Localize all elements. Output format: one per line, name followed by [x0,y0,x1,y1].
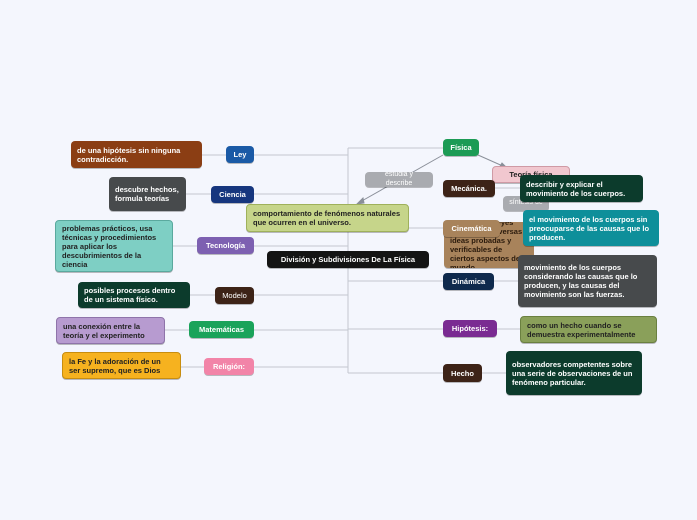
ciencia-node[interactable]: Ciencia [211,186,254,203]
ley-description[interactable]: de una hipótesis sin ninguna contradicci… [71,141,202,168]
center-phrase-node[interactable]: comportamiento de fenómenos naturales qu… [246,204,409,232]
hipotesis-description[interactable]: como un hecho cuando se demuestra experi… [520,316,657,343]
hecho-description[interactable]: observadores competentes sobre una serie… [506,351,642,395]
connector-label-estudia: estudia y describe [365,172,433,187]
dinamica-node[interactable]: Dinámica [443,273,494,290]
ley-node[interactable]: Ley [226,146,254,163]
cinematica-description[interactable]: el movimiento de los cuerpos sin preocup… [523,210,659,246]
mecanica-node[interactable]: Mecánica. [443,180,495,197]
hipotesis-node[interactable]: Hipótesis: [443,320,497,337]
tecnologia-description[interactable]: problemas prácticos, usa técnicas y proc… [55,220,173,272]
religion-description[interactable]: la Fe y la adoración de un ser supremo, … [62,352,181,379]
hecho-node[interactable]: Hecho [443,364,482,382]
root-node[interactable]: División y Subdivisiones De La Física [267,251,429,268]
religion-node[interactable]: Religión: [204,358,254,375]
modelo-description[interactable]: posibles procesos dentro de un sistema f… [78,282,190,308]
mecanica-description[interactable]: describir y explicar el movimiento de lo… [520,175,643,202]
cinematica-node[interactable]: Cinemática [443,220,500,237]
matematicas-description[interactable]: una conexión entre la teoría y el experi… [56,317,165,344]
fisica-node[interactable]: Física [443,139,479,156]
dinamica-description[interactable]: movimiento de los cuerpos considerando l… [518,255,657,307]
modelo-node[interactable]: Modelo [215,287,254,304]
ciencia-description[interactable]: descubre hechos, formula teorías [109,177,186,211]
tecnologia-node[interactable]: Tecnología [197,237,254,254]
matematicas-node[interactable]: Matemáticas [189,321,254,338]
